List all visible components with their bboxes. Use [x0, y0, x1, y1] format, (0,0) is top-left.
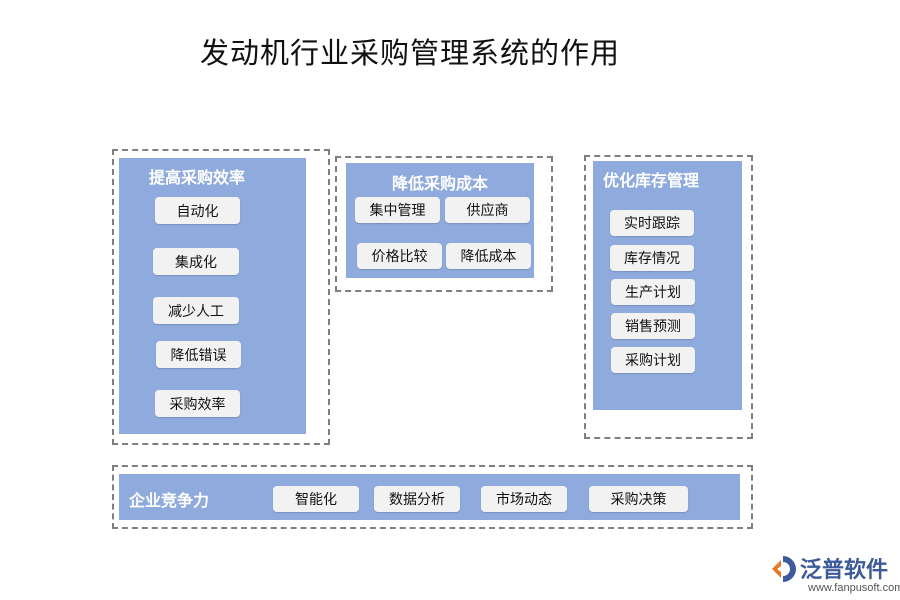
competitiveness-item-purchase-decision: 采购决策	[589, 486, 688, 512]
inventory-item-realtime-tracking: 实时跟踪	[610, 210, 694, 236]
inventory-item-sales-forecast: 销售预测	[611, 313, 695, 339]
cost-item-price-compare: 价格比较	[357, 243, 442, 269]
efficiency-frame	[112, 149, 330, 445]
page-title: 发动机行业采购管理系统的作用	[200, 36, 621, 70]
efficiency-item-purchase-efficiency: 采购效率	[155, 390, 240, 417]
competitiveness-item-data-analysis: 数据分析	[374, 486, 460, 512]
inventory-frame	[584, 155, 753, 439]
efficiency-item-automation: 自动化	[155, 197, 240, 224]
logo-mark-icon	[772, 556, 796, 582]
inventory-item-stock-status: 库存情况	[610, 245, 694, 271]
competitiveness-item-intelligence: 智能化	[273, 486, 359, 512]
logo-name: 泛普软件	[800, 558, 889, 583]
competitiveness-item-market-trends: 市场动态	[481, 486, 567, 512]
brand-logo: 泛普软件 www.fanpusoft.com	[768, 550, 900, 598]
cost-item-cost-reduction: 降低成本	[446, 243, 531, 269]
inventory-title: 优化库存管理	[603, 171, 700, 190]
competitiveness-frame	[112, 465, 753, 529]
efficiency-item-integration: 集成化	[153, 248, 239, 275]
efficiency-item-less-labor: 减少人工	[153, 297, 239, 324]
cost-title: 降低采购成本	[392, 174, 489, 193]
inventory-item-purchase-plan: 采购计划	[611, 347, 695, 373]
cost-item-supplier: 供应商	[445, 197, 530, 223]
cost-frame	[335, 156, 553, 292]
cost-item-centralized: 集中管理	[355, 197, 440, 223]
inventory-item-production-plan: 生产计划	[611, 279, 695, 305]
efficiency-title: 提高采购效率	[149, 168, 246, 187]
competitiveness-title: 企业竞争力	[129, 491, 210, 510]
logo-url: www.fanpusoft.com	[808, 582, 900, 594]
efficiency-item-fewer-errors: 降低错误	[156, 341, 241, 368]
